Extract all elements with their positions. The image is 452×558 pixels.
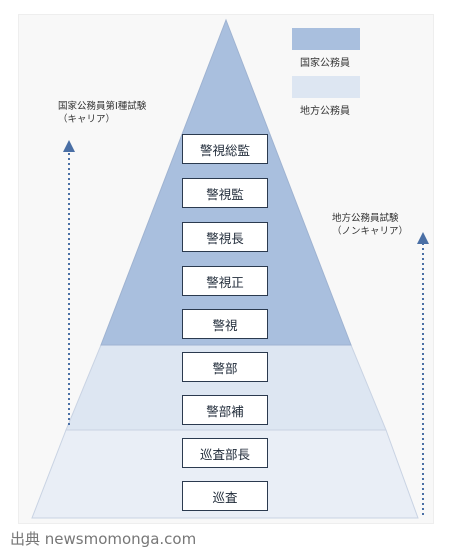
legend-local-label: 地方公務員 [300,106,350,117]
noncareer-arrow-head [417,232,429,244]
source-caption: 出典 newsmomonga.com [10,530,197,548]
career-exam-label-line2: （キャリア） [58,114,116,125]
rank-box: 警視監 [182,178,268,208]
rank-box: 警視総監 [182,134,268,164]
noncareer-exam-label: 地方公務員試験 （ノンキャリア） [332,212,408,238]
legend-national-swatch [292,28,360,50]
career-exam-label-line1: 国家公務員第Ⅰ種試験 [58,101,147,112]
noncareer-exam-label-line2: （ノンキャリア） [332,226,409,237]
career-exam-label: 国家公務員第Ⅰ種試験 （キャリア） [58,100,146,126]
legend-local-swatch [292,76,360,98]
rank-box: 警視正 [182,266,268,296]
rank-box: 巡査部長 [182,438,268,468]
noncareer-exam-label-line1: 地方公務員試験 [332,213,399,224]
rank-box: 警部 [182,352,268,382]
legend-national-label: 国家公務員 [300,58,350,69]
career-arrow-head [63,140,75,152]
rank-box: 警視 [182,309,268,339]
rank-box: 警視長 [182,222,268,252]
rank-box: 警部補 [182,395,268,425]
rank-box: 巡査 [182,481,268,511]
